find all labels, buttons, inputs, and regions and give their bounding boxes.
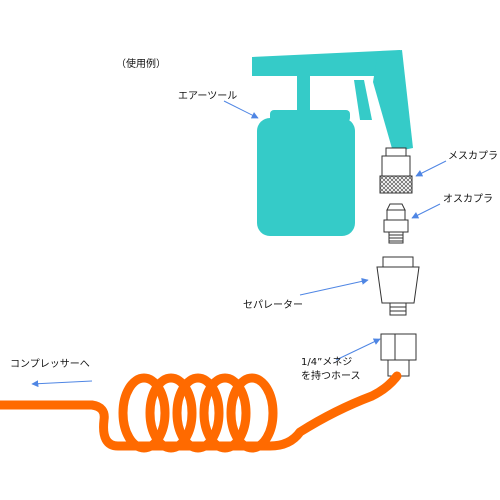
coiled-hose [0,371,402,451]
male-coupler-neck [386,209,406,221]
label-male-coupler: オスカプラ [443,194,493,205]
hose-fitting-icon [380,333,417,377]
female-coupler-body [381,155,411,177]
tool-trigger [354,80,372,120]
hose-coil-1 [118,373,170,453]
female-coupler-sleeve [379,175,413,194]
arrow-hose-fitting [335,338,381,361]
label-separator: セパレーター [243,300,303,311]
label-to-compressor: コンプレッサーへ [10,359,90,370]
arrow-male-coupler [411,203,441,219]
male-coupler-tip [386,203,406,211]
male-coupler-icon [383,203,409,244]
separator-outlet [389,302,407,316]
separator-icon [376,256,420,316]
hose-coil-5 [226,373,278,453]
separator-cap [382,256,414,268]
hose-coil-3 [172,373,224,453]
tool-handle [373,50,413,152]
tool-nozzle-body [252,50,404,76]
male-coupler-hex [383,219,409,233]
separator-bowl [376,266,420,304]
tool-feed-tube [297,76,310,114]
hose-coils [118,373,278,453]
female-coupler-top [385,147,407,157]
hose-coil-2 [145,373,197,453]
hose-fitting-nut [380,333,417,361]
arrow-separator [299,277,369,296]
air-tool-icon [252,50,413,236]
label-air-tool: エアーツール [178,91,238,102]
female-coupler-icon [379,147,413,194]
pointer-arrows [31,100,447,388]
arrow-to-compressor [31,380,93,388]
label-hose-line1: 1/4”メネジ [301,357,353,368]
label-female-coupler: メスカプラ [448,151,498,162]
male-coupler-thread-lines [389,234,403,242]
arrow-air-tool [223,100,259,119]
label-usage-example: （使用例） [116,59,166,70]
arrow-female-coupler [415,160,447,177]
hose-coil-4 [199,373,251,453]
separator-outlet-thread [390,306,406,312]
label-hose-line2: を持つホース [301,371,361,382]
tool-paint-cup [257,118,355,236]
